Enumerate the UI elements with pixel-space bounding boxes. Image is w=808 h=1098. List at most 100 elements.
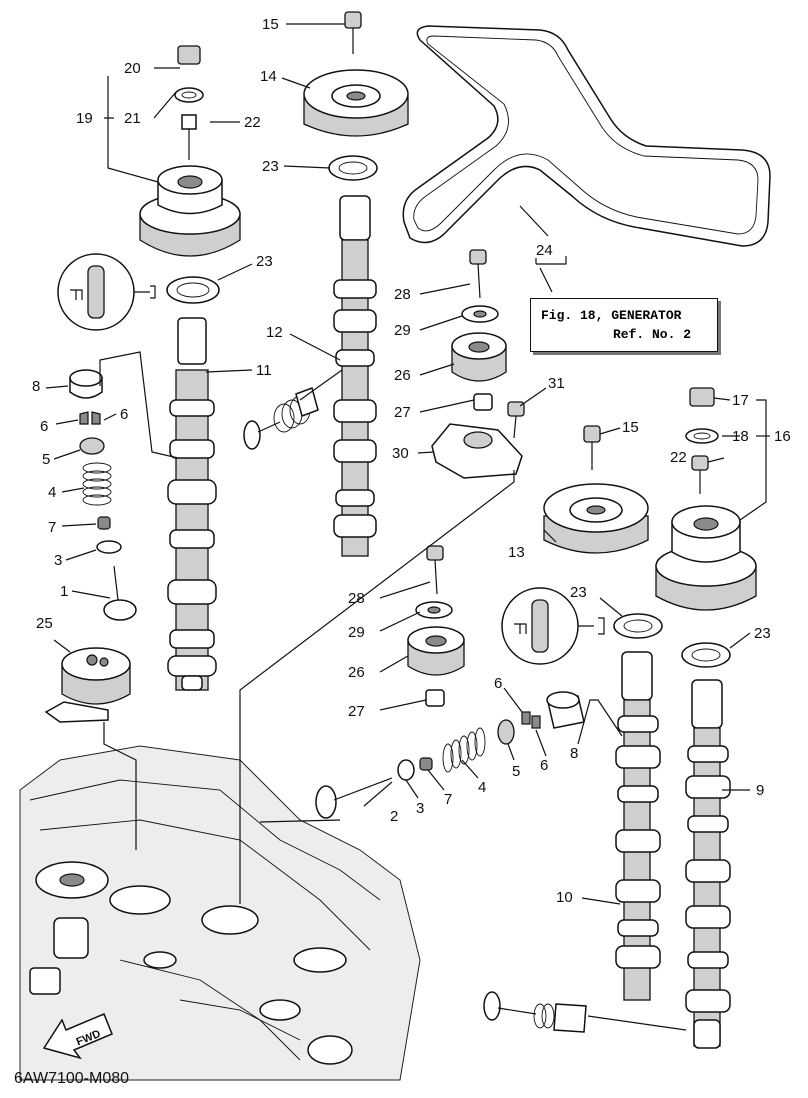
part-label-7: 7: [444, 791, 452, 808]
valve-spring-4-right: [442, 727, 486, 773]
exhaust-valve-2: [315, 777, 393, 819]
reference-box: Fig. 18, GENERATOR Ref. No. 2: [530, 298, 718, 352]
part-label-5: 5: [42, 451, 50, 468]
part-label-17: 17: [732, 392, 749, 409]
intake-camshaft-9: [685, 679, 731, 1049]
part-label-7: 7: [48, 519, 56, 536]
part-label-30: 30: [392, 445, 409, 462]
valve-assembly-center: [243, 387, 319, 450]
part-label-6: 6: [120, 406, 128, 423]
spring-seat-3-right: [397, 759, 415, 781]
part-label-8: 8: [570, 745, 578, 762]
tensioner-bracket-30: [431, 423, 523, 479]
part-label-13: 13: [508, 544, 525, 561]
part-label-29: 29: [394, 322, 411, 339]
part-label-9: 9: [756, 782, 764, 799]
part-label-6: 6: [494, 675, 502, 692]
part-label-21: 21: [124, 110, 141, 127]
washer-29-top: [461, 305, 499, 323]
oil-seal-23-center: [328, 155, 378, 181]
part-label-3: 3: [416, 800, 424, 817]
bolt-28-top: [469, 249, 487, 299]
spring-seat-3: [96, 540, 122, 554]
part-label-3: 3: [54, 552, 62, 569]
leader-lines: [45, 23, 770, 1031]
part-label-22: 22: [244, 114, 261, 131]
washer-29-bottom: [415, 601, 453, 619]
part-label-29: 29: [348, 624, 365, 641]
part-label-28: 28: [394, 286, 411, 303]
valve-assembly-lower-right: [483, 991, 587, 1033]
part-label-27: 27: [348, 703, 365, 720]
part-label-23: 23: [570, 584, 587, 601]
part-label-23: 23: [256, 253, 273, 270]
oil-seal-23-right-a: [613, 613, 663, 639]
part-labels: 20 19 21 22 23 11 15 14 23 12 28 29 26 2…: [32, 16, 791, 906]
timing-belt: [402, 25, 771, 247]
bolt-15-top: [344, 11, 362, 54]
intake-valve-1: [103, 565, 137, 621]
valve-keepers-6: [79, 411, 101, 425]
stem-seal-7-right: [419, 757, 433, 771]
spring-retainer-5: [79, 437, 105, 455]
part-label-16: 16: [774, 428, 791, 445]
keepers-6-right: [521, 711, 541, 729]
valve-spring-4: [82, 462, 112, 506]
part-label-26: 26: [348, 664, 365, 681]
part-label-10: 10: [556, 889, 573, 906]
intake-camshaft-12: [333, 195, 377, 557]
collar-27-bottom: [425, 689, 445, 707]
part-label-8: 8: [32, 378, 40, 395]
part-label-22: 22: [670, 449, 687, 466]
idler-26-top: [451, 332, 507, 382]
part-label-12: 12: [266, 324, 283, 341]
part-label-15: 15: [622, 419, 639, 436]
part-label-2: 2: [390, 808, 398, 825]
collar-27-top: [473, 393, 493, 411]
lifter-8-right: [546, 691, 585, 729]
oil-seal-23-left: [166, 276, 220, 304]
part-label-4: 4: [48, 484, 56, 501]
part-label-6: 6: [540, 757, 548, 774]
part-label-4: 4: [478, 779, 486, 796]
part-label-31: 31: [548, 375, 565, 392]
part-label-19: 19: [76, 110, 93, 127]
part-label-27: 27: [394, 404, 411, 421]
part-label-5: 5: [512, 763, 520, 780]
part-label-15: 15: [262, 16, 279, 33]
part-label-18: 18: [732, 428, 749, 445]
bolt-31: [507, 401, 525, 439]
auto-tensioner-25: [44, 647, 131, 723]
pulley-assembly-19: [139, 45, 241, 257]
part-label-23: 23: [262, 158, 279, 175]
exhaust-camshaft-10: [615, 651, 661, 1001]
reference-title: Fig. 18, GENERATOR: [541, 308, 682, 323]
bolt-28-bottom: [426, 545, 444, 595]
retainer-5-right: [497, 719, 515, 745]
part-label-6: 6: [40, 418, 48, 435]
part-label-1: 1: [60, 583, 68, 600]
idler-26-bottom: [407, 626, 465, 676]
seal-detail-callout-right: [501, 587, 605, 665]
part-label-24: 24: [536, 242, 553, 259]
oil-seal-23-right-b: [681, 642, 731, 668]
part-label-26: 26: [394, 367, 411, 384]
part-label-25: 25: [36, 615, 53, 632]
drawing-code: 6AW7100-M080: [14, 1070, 130, 1087]
part-label-28: 28: [348, 590, 365, 607]
seal-detail-callout-left: [57, 253, 156, 331]
camshaft-pulley-14: [303, 69, 409, 137]
part-label-23: 23: [754, 625, 771, 642]
exhaust-camshaft-11: [167, 317, 217, 691]
engine-block: [19, 745, 421, 1081]
bolt-15-right: [583, 425, 601, 470]
camshaft-pulley-13: [543, 483, 649, 554]
part-label-20: 20: [124, 60, 141, 77]
reference-subtitle: Ref. No. 2: [613, 327, 692, 342]
pulley-assembly-16: [655, 387, 757, 611]
part-label-11: 11: [256, 362, 272, 379]
valve-lifter-8-left: [69, 369, 103, 399]
valve-stem-seal-7: [97, 516, 111, 530]
part-label-14: 14: [260, 68, 277, 85]
